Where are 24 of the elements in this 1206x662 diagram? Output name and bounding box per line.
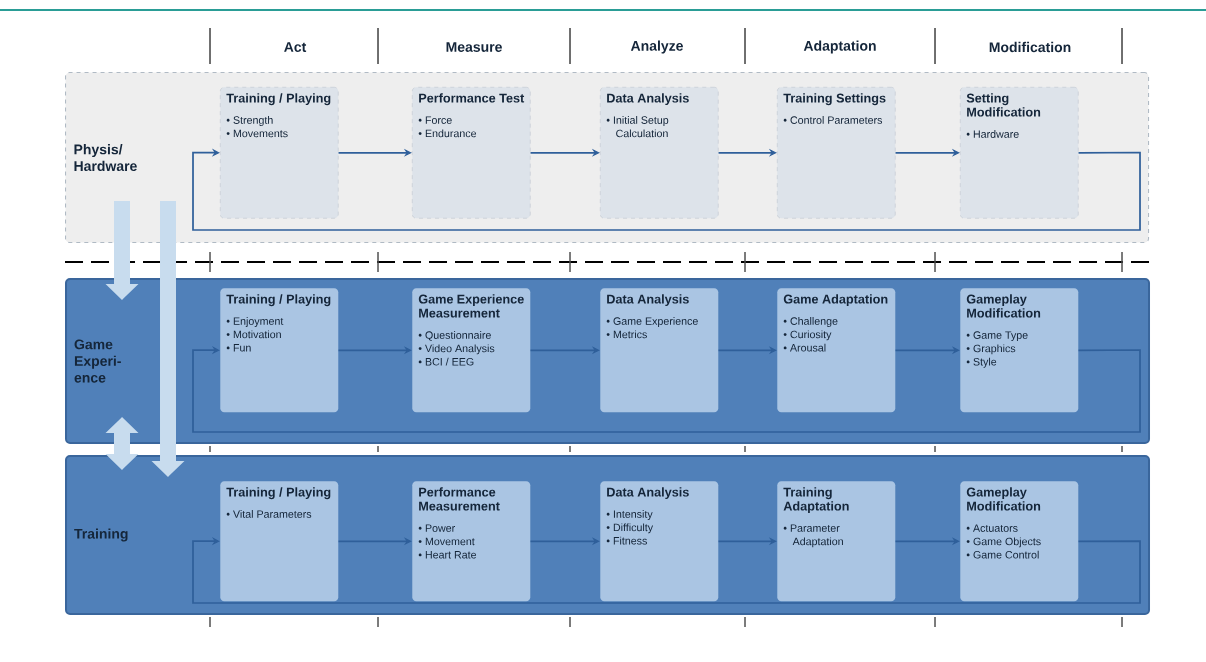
process-box: Game Adaptation • Challenge • Curiosity • Arousal: [777, 288, 896, 413]
process-box: Training Settings • Control Parameters: [777, 87, 896, 219]
process-box: Training / Playing • Strength • Movements: [220, 87, 339, 219]
block-arrow: [105, 417, 139, 470]
process-box: Game Experience Measurement • Questionnaire • Video Analysis • BCI / EEG: [412, 288, 531, 413]
process-box: Training / Playing • Enjoyment • Motivation • Fun: [220, 288, 339, 413]
process-box: Gameplay Modification • Actuators • Game Objects • Game Control: [960, 481, 1079, 602]
process-box: Training Adaptation • Parameter Adaptation: [777, 481, 896, 602]
process-box: Gameplay Modification • Game Type • Graphics • Style: [960, 288, 1079, 413]
column-header: Adaptation: [803, 40, 876, 54]
process-box: Data Analysis • Initial Setup Calculation: [600, 87, 719, 219]
column-header: Analyze: [630, 40, 683, 54]
column-header: Measure: [446, 42, 502, 52]
column-header: Modification: [989, 41, 1071, 53]
process-box: Data Analysis • Game Experience • Metrics: [600, 288, 719, 413]
process-box: Data Analysis • Intensity • Difficulty • Fitness: [600, 481, 719, 602]
feedback-arrow: [192, 346, 1141, 433]
process-box: Performance Measurement • Power • Movement • Heart Rate: [412, 481, 531, 602]
feedback-arrow: [192, 148, 1141, 231]
process-box: Performance Test • Force • Endurance: [412, 87, 531, 219]
process-box: Setting Modification • Hardware: [960, 87, 1079, 219]
process-box: Training / Playing • Vital Parameters: [220, 481, 339, 602]
feedback-arrow: [192, 537, 1141, 604]
column-header: Act: [284, 42, 307, 52]
